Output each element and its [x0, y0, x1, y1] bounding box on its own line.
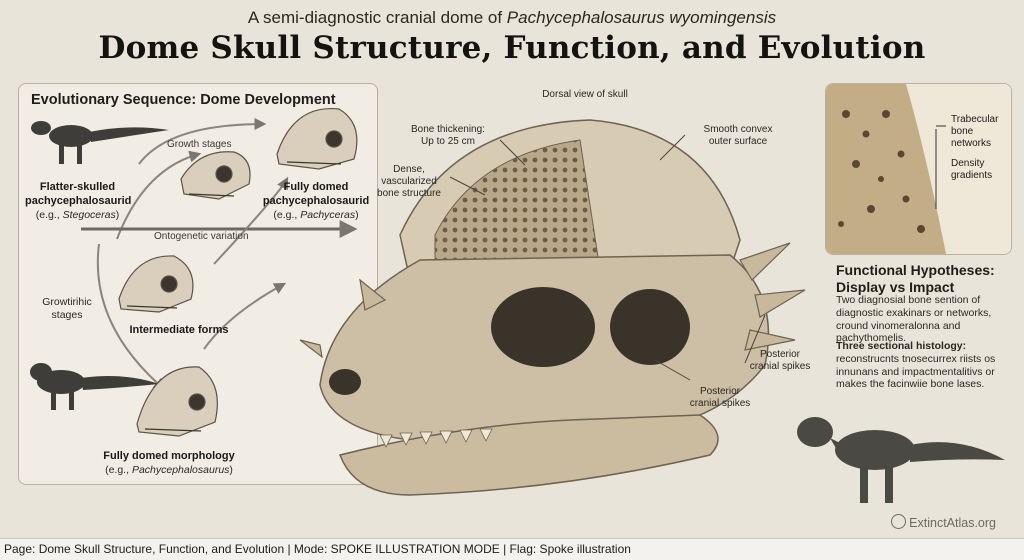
dense-bone-callout: Dense, vascularized bone structure: [360, 164, 458, 200]
functional-para-2: Three sectional histology: reconstrucnts…: [836, 340, 1016, 391]
teeth: [379, 428, 493, 448]
flatter-eg-species: Stegoceras: [62, 208, 116, 221]
domed-eg-suffix: ): [355, 208, 359, 221]
smooth-2: outer surface: [708, 136, 768, 147]
morph-title: Fully domed morphology: [103, 450, 235, 462]
intermediate-label: Intermediate forms: [114, 324, 244, 338]
growth-arrow-mid: [116, 150, 202, 240]
posterior-a-1: Posterior: [759, 349, 800, 360]
evolution-diagram: [30, 107, 358, 437]
growth-left-1: Growtirihic: [42, 296, 92, 308]
smooth-surface-callout: Smooth convex outer surface: [688, 124, 788, 148]
morph-eg-suffix: ): [229, 463, 233, 476]
evolution-panel: Evolutionary Sequence: Dome Development: [18, 83, 378, 485]
watermark-icon: [891, 514, 907, 529]
posterior-cranial-spikes: [299, 242, 806, 359]
orbit-left: [491, 287, 595, 367]
domed-eg-prefix: (e.g.,: [273, 208, 301, 221]
functional-para-1: Two diagnosial bone sention of diagnosti…: [836, 294, 992, 345]
functional-para-2-text: reconstrucnts tnosecurrex riists os innu…: [836, 352, 996, 391]
density-2: gradients: [951, 170, 993, 181]
morphology-label: Fully domed morphology (e.g., Pachycepha…: [89, 450, 249, 477]
domed-skull-label: Fully domed pachycephalosaurid (e.g., Pa…: [256, 181, 376, 222]
watermark-text: ExtinctAtlas.org: [909, 516, 996, 530]
growth-arrow-left: [96, 243, 166, 391]
posterior-spikes-callout-b: Posterior cranial spikes: [680, 386, 760, 410]
functional-hypotheses-title: Functional Hypotheses: Display vs Impact: [836, 262, 1016, 296]
flatter-title-1: Flatter-skulled: [39, 181, 116, 193]
subtitle-species: Pachycephalosaurus wyomingensis: [506, 8, 777, 27]
functional-para-2-bold: Three sectional histology:: [836, 340, 967, 352]
skull-sketch-intermediate: [118, 255, 194, 313]
smooth-1: Smooth convex: [703, 124, 773, 135]
posterior-spikes-callout-a: Posterior cranial spikes: [735, 349, 825, 373]
density-1: Density: [951, 158, 985, 169]
domed-title-2: pachycephalosaurid: [262, 194, 370, 207]
evolution-panel-title: Evolutionary Sequence: Dome Development: [31, 92, 336, 108]
growth-left-label: Growtirihic stages: [27, 296, 107, 322]
flatter-title-2: pachycephalosaurid: [25, 194, 132, 207]
dorsal-view-label: Dorsal view of skull: [542, 89, 628, 100]
bone-thickening-2: Up to 25 cm: [421, 136, 475, 147]
lower-jaw: [339, 414, 719, 496]
growth-left-2: stages: [51, 309, 83, 322]
nostril: [329, 369, 361, 395]
trabecular-2: bone: [951, 126, 974, 137]
domed-eg-species: Pachyceras: [300, 208, 356, 221]
flatter-dinosaur-silhouette: [31, 121, 169, 164]
bone-thickening-callout: Bone thickening: Up to 25 cm: [402, 124, 494, 148]
domed-dinosaur-silhouette: [30, 363, 159, 410]
page-title: Dome Skull Structure, Function, and Evol…: [98, 30, 926, 66]
density-label: Density gradients: [951, 158, 992, 182]
posterior-b-1: Posterior: [699, 386, 740, 397]
watermark: ExtinctAtlas.org: [891, 514, 996, 530]
intermediate-title: Intermediate forms: [129, 324, 229, 336]
skull-sketch-morphology: [136, 366, 218, 437]
trabecular-bone-image: [826, 84, 1011, 254]
main-skull-illustration: [299, 119, 806, 496]
domed-title-1: Fully domed: [283, 181, 349, 193]
skull-sketch-small: [180, 151, 251, 200]
histology-panel: Trabecular bone networks Density gradien…: [825, 83, 1012, 255]
skull-sketch-domed-top: [276, 107, 358, 170]
posterior-a-2: cranial spikes: [749, 361, 811, 372]
flatter-eg-prefix: (e.g.,: [35, 208, 63, 221]
dense-3: bone structure: [377, 188, 441, 199]
dense-2: vascularized: [381, 176, 437, 187]
ontogenetic-label: Ontogenetic variation: [154, 231, 249, 242]
posterior-b-2: cranial spikes: [689, 398, 751, 409]
subtitle-prefix: A semi-diagnostic cranial dome of: [247, 8, 507, 27]
trabecular-1: Trabecular: [951, 114, 999, 125]
flatter-skull-label: Flatter-skulled pachycephalosaurid (e.g.…: [25, 181, 132, 222]
orbit-right: [610, 289, 690, 365]
morph-eg-prefix: (e.g.,: [105, 463, 132, 476]
dense-1: Dense,: [393, 164, 425, 175]
trabecular-label: Trabecular bone networks: [951, 114, 998, 150]
growth-arrow-right: [213, 176, 289, 265]
functional-title-2: Display vs Impact: [836, 278, 955, 295]
flatter-eg-suffix: ): [115, 208, 120, 221]
growth-stages-label: Growth stages: [167, 139, 232, 150]
trabecular-3: networks: [951, 138, 992, 149]
header-subtitle: A semi-diagnostic cranial dome of Pachyc…: [0, 8, 1024, 28]
functional-title-1: Functional Hypotheses:: [836, 262, 995, 278]
growth-arrow-top: [138, 118, 267, 165]
growth-arrow-lower: [203, 282, 287, 350]
pachycephalosaurus-silhouette: [797, 417, 1005, 503]
footer-bar: Page: Dome Skull Structure, Function, an…: [0, 538, 1024, 560]
morph-eg-species: Pachycephalosaurus: [131, 463, 230, 476]
dome-cross-section: [434, 139, 601, 276]
bone-thickening-1: Bone thickening:: [411, 124, 485, 135]
